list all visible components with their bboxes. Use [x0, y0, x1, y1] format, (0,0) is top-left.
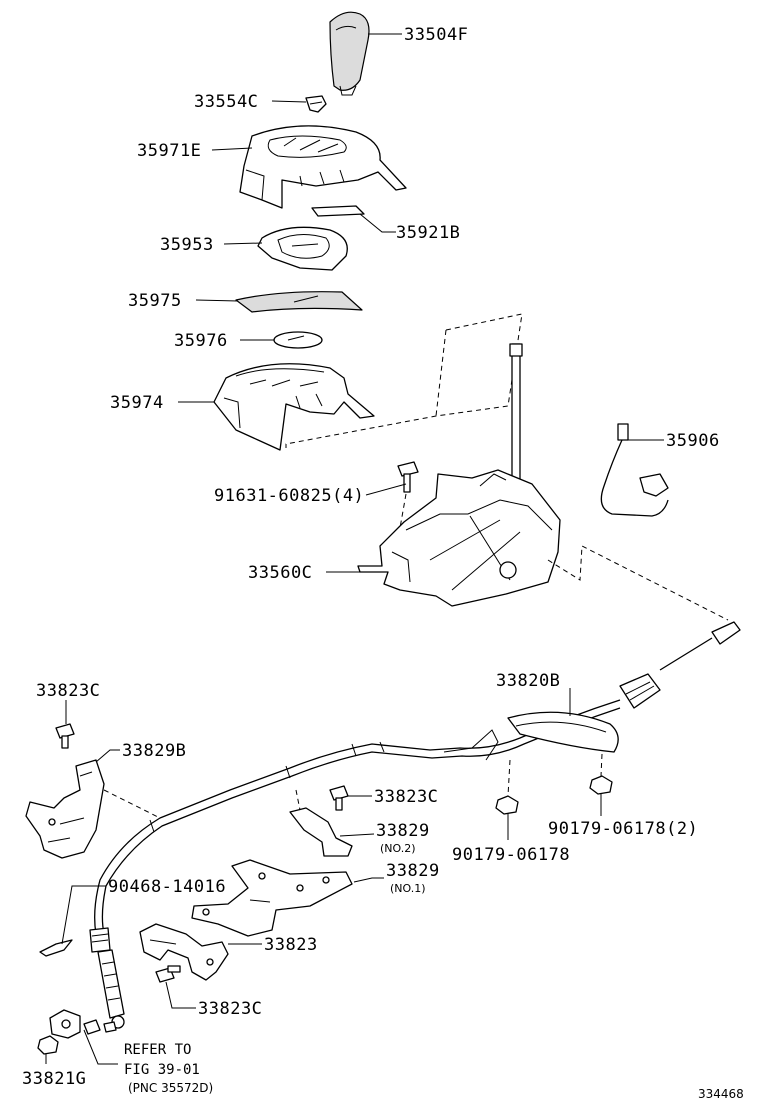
shift-cover-drawing — [239, 125, 407, 209]
label-33554c: 33554C — [194, 92, 258, 112]
housing-drawing — [213, 363, 375, 451]
label-33823c-mid: 33823C — [374, 787, 438, 807]
label-33829-no1: 33829 — [386, 861, 440, 881]
bolt-91631-drawing — [397, 461, 419, 493]
leader-33829-no1 — [353, 877, 384, 883]
label-33823c-bot: 33823C — [198, 999, 262, 1019]
label-90179-b: 90179-06178(2) — [548, 819, 698, 839]
label-33560c: 33560C — [248, 563, 312, 583]
label-33823: 33823 — [264, 935, 318, 955]
slide-plate-drawing — [257, 226, 348, 271]
bracket-33829b-drawing — [25, 759, 105, 859]
nut-90179-right-drawing — [589, 775, 613, 795]
leader-91631 — [365, 483, 407, 496]
sensor-harness-drawing — [600, 423, 669, 517]
label-no1: (NO.1) — [390, 882, 426, 895]
nut-left-dashed — [507, 759, 511, 797]
bracket-dashed — [103, 789, 161, 819]
cable-bushing-drawing — [49, 1009, 101, 1039]
label-33829b: 33829B — [122, 741, 186, 761]
bolt-33823c-bot-drawing — [155, 965, 181, 983]
bracket-33823-drawing — [139, 923, 229, 981]
label-35975: 35975 — [128, 291, 182, 311]
control-cable-drawing — [89, 621, 741, 1033]
refer-line-2: FIG 39-01 — [124, 1062, 200, 1078]
assembly-dashed-outline — [285, 313, 523, 448]
label-35921b: 35921B — [396, 223, 460, 243]
label-90179-a: 90179-06178 — [452, 845, 570, 865]
disc-drawing — [273, 331, 323, 349]
leader-33823c-bot — [165, 981, 196, 1009]
label-33829-no2: 33829 — [376, 821, 430, 841]
leader-35953 — [223, 242, 263, 245]
leader-33829b — [95, 749, 120, 763]
lever-cable-dashed — [547, 545, 729, 621]
label-35976: 35976 — [174, 331, 228, 351]
refer-line-1: REFER TO — [124, 1042, 191, 1058]
bracket-33829-no1-drawing — [191, 859, 353, 937]
label-35953: 35953 — [160, 235, 214, 255]
label-35906: 35906 — [666, 431, 720, 451]
leader-33829-no2 — [339, 833, 375, 837]
bolt-dashed-line — [399, 493, 407, 529]
label-35974: 35974 — [110, 393, 164, 413]
assembly-dashed-left — [435, 329, 447, 417]
label-33821g: 33821G — [22, 1069, 86, 1089]
leader-refer — [83, 1029, 118, 1065]
refer-line-3: (PNC 35572D) — [128, 1081, 213, 1095]
figure-number: 334468 — [698, 1087, 744, 1101]
leader-35921b — [359, 213, 396, 233]
label-35971e: 35971E — [137, 141, 201, 161]
nut-33821g-drawing — [37, 1035, 59, 1055]
no2-dashed — [295, 789, 301, 811]
leader-35975 — [195, 299, 239, 302]
label-91631: 91631-60825(4) — [214, 486, 364, 506]
bolt-33823c-top-drawing — [55, 723, 75, 749]
bracket-33829-no2-drawing — [289, 807, 353, 857]
slide-cover-drawing — [235, 291, 363, 313]
nut-right-dashed — [600, 753, 603, 777]
clip-drawing — [305, 95, 327, 113]
indicator-plate-drawing — [311, 205, 365, 217]
bolt-33823c-mid-drawing — [329, 785, 349, 811]
shift-knob-drawing — [329, 11, 370, 96]
clip-90468-drawing — [39, 939, 73, 957]
label-33504f: 33504F — [404, 25, 468, 45]
leader-33554c — [271, 100, 307, 103]
label-90468: 90468-14016 — [108, 877, 226, 897]
leader-35971e — [211, 147, 253, 151]
label-33823c-top: 33823C — [36, 681, 100, 701]
label-33820b: 33820B — [496, 671, 560, 691]
shift-lever-assembly-drawing — [357, 343, 561, 607]
leader-90468 — [61, 885, 106, 945]
nut-90179-left-drawing — [495, 795, 519, 815]
label-no2: (NO.2) — [380, 842, 416, 855]
